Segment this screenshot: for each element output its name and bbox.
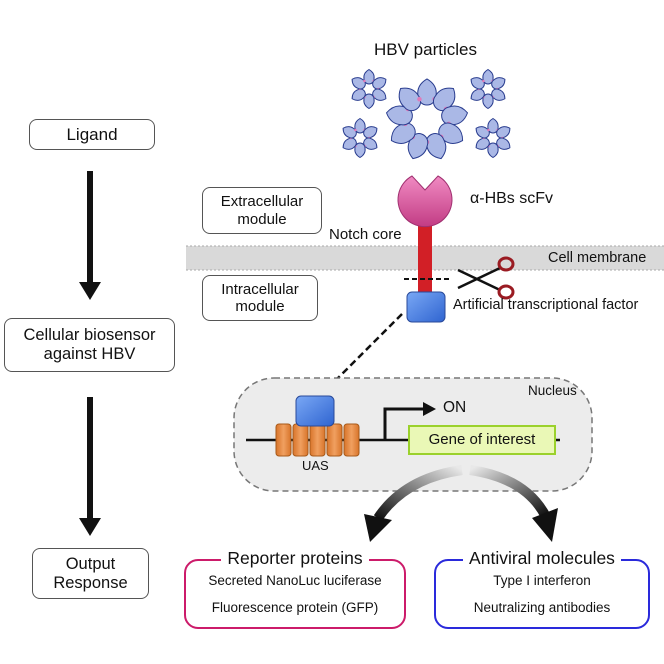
notch-core — [418, 215, 432, 295]
scfv-receptor — [397, 175, 453, 228]
reporter-proteins-box — [184, 559, 406, 629]
hbv-particles-label: HBV particles — [374, 40, 477, 59]
output-arrow-antiviral — [469, 465, 558, 542]
transcription-factor — [406, 291, 446, 323]
nucleus-label: Nucleus — [528, 383, 577, 398]
reporter-item-1: Secreted NanoLuc luciferase — [208, 573, 382, 588]
extracellular-module-box: Extracellular module — [202, 187, 322, 234]
extracellular-label-line1: Extracellular — [220, 193, 304, 211]
scissors-icon — [457, 256, 515, 300]
cell-membrane-label: Cell membrane — [548, 250, 647, 266]
translocation-arrow — [332, 313, 403, 384]
biosensor-box: Cellular biosensor against HBV — [4, 318, 175, 372]
gene-of-interest-label: Gene of interest — [428, 431, 536, 448]
intracellular-label-line2: module — [235, 298, 285, 315]
scfv-label: α-HBs scFv — [470, 190, 554, 207]
hbv-particle-top-right — [470, 68, 506, 110]
flow-arrow-biosensor-to-output — [79, 397, 101, 536]
flow-arrow-ligand-to-biosensor — [79, 171, 101, 300]
antiviral-molecules-box — [434, 559, 650, 629]
biosensor-label-line1: Cellular biosensor — [23, 326, 156, 345]
uas-sites — [275, 423, 360, 457]
hbv-particle-top-left — [351, 68, 387, 110]
on-label: ON — [443, 399, 467, 416]
hbv-particle-large — [385, 78, 469, 160]
ligand-label: Ligand — [66, 124, 118, 144]
intracellular-module-box: Intracellular module — [202, 275, 318, 321]
ligand-box: Ligand — [29, 119, 155, 150]
gene-of-interest-box — [408, 425, 556, 455]
output-label-line1: Output — [65, 554, 116, 573]
reporter-proteins-title: Reporter proteins — [184, 548, 406, 569]
hbv-particles — [342, 68, 511, 160]
notch-core-label: Notch core — [329, 226, 402, 243]
output-response-box: Output Response — [32, 548, 149, 599]
hbv-particle-bottom-right — [475, 117, 511, 159]
output-label-line2: Response — [53, 573, 128, 592]
uas-label: UAS — [302, 458, 329, 473]
extracellular-label-line2: module — [237, 210, 287, 228]
promoter-arrow — [383, 402, 436, 440]
hbv-particle-bottom-left — [342, 117, 378, 159]
intracellular-label-line1: Intracellular — [221, 280, 299, 298]
antiviral-item-2: Neutralizing antibodies — [473, 600, 611, 615]
reporter-item-2: Fluorescence protein (GFP) — [211, 600, 379, 615]
bound-transcription-factor — [295, 395, 335, 427]
biosensor-label-line2: against HBV — [43, 345, 136, 363]
transcription-factor-label: Artificial transcriptional factor — [453, 297, 639, 313]
antiviral-molecules-title: Antiviral molecules — [434, 548, 650, 569]
output-arrow-reporter — [364, 465, 463, 542]
antiviral-item-1: Type I interferon — [493, 573, 591, 588]
